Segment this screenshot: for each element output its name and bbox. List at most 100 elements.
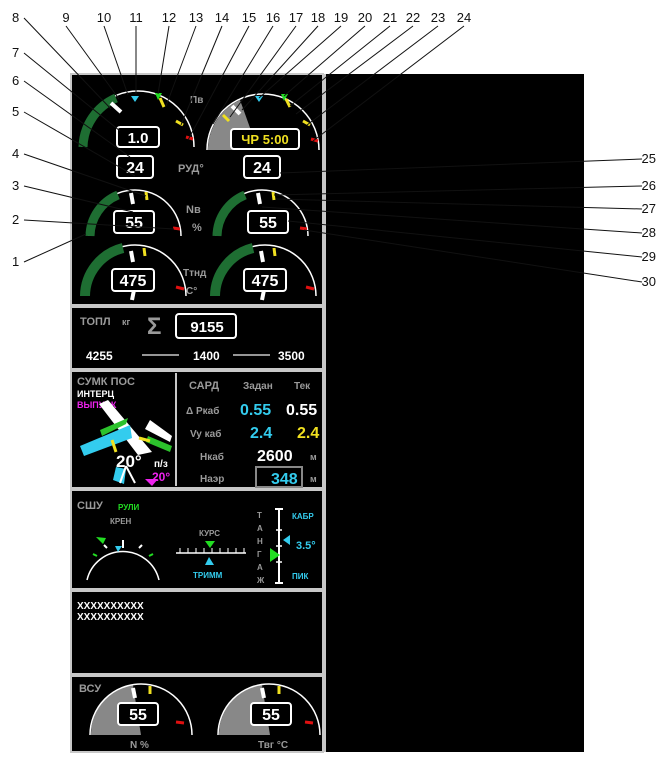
- message-line: XXXXXXXXXX: [77, 601, 144, 612]
- rud-right-value: 24: [253, 160, 271, 177]
- callout-number: 8: [12, 10, 19, 25]
- callout-leader-line: [289, 25, 391, 107]
- apu-t-gauge: 55 Твг °С: [217, 683, 321, 751]
- apu-t-value: 55: [262, 707, 280, 724]
- callout-leader-line: [275, 198, 643, 210]
- callout-leader-line: [23, 219, 175, 230]
- n2-right-gauge: 55: [212, 189, 309, 237]
- apu-n-gauge: 55 N %: [89, 683, 193, 751]
- callout-number: 7: [12, 45, 19, 60]
- message-line: XXXXXXXXXX: [77, 612, 144, 623]
- sumk-release: ВЫПУСК: [77, 400, 117, 410]
- callout-leader-line: [241, 25, 319, 111]
- message-panel: XXXXXXXXXX XXXXXXXXXX: [77, 601, 144, 623]
- callout-number: 18: [311, 10, 325, 25]
- callout-number: 22: [406, 10, 420, 25]
- sard-panel: САРД Задан Тек Δ Ркаб 0.55 0.55 Vy каб 2…: [186, 380, 319, 488]
- sard-dp-cur: 0.55: [286, 402, 317, 419]
- flap-angle: 20°: [116, 452, 142, 471]
- callout-leader-line: [279, 158, 643, 174]
- n1-left-cyan-marker: [131, 96, 139, 102]
- callout-leader-line: [23, 52, 121, 132]
- aircraft-silhouette: [80, 400, 172, 486]
- callout-leader-line: [229, 25, 297, 118]
- callout-number: 30: [642, 274, 656, 289]
- egt-right-value: 475: [252, 273, 279, 290]
- callout-number: 25: [642, 151, 656, 166]
- egt-left-value: 475: [120, 273, 147, 290]
- sard-row-label: Нкаб: [200, 451, 224, 463]
- callout-leader-line: [23, 17, 112, 110]
- callout-leader-line: [23, 153, 147, 197]
- apu-title: ВСУ: [79, 683, 101, 695]
- callout-number: 17: [289, 10, 303, 25]
- ssu-kren: КРЕН: [110, 517, 132, 526]
- fuel-right-tank: 3500: [278, 349, 305, 363]
- callout-leader-line: [283, 25, 366, 97]
- fuel-label: ТОПЛ: [80, 316, 111, 328]
- apu-n-label: N %: [130, 740, 149, 751]
- engine-panel: 1.0 Пв ЧР 5:00 24 РУД° 24: [78, 90, 320, 301]
- sard-hcab-set: 2600: [257, 448, 293, 465]
- callout-number: 6: [12, 73, 19, 88]
- n1-right-gauge: ЧР 5:00: [206, 93, 320, 151]
- tangazh-letter: Г: [257, 550, 262, 559]
- callout-number: 26: [642, 178, 656, 193]
- callout-number: 5: [12, 104, 19, 119]
- n1-right-mode: ЧР 5:00: [241, 132, 288, 147]
- callout-number: 24: [457, 10, 471, 25]
- callout-leader-line: [306, 25, 439, 126]
- ssu-kurs: КУРС: [199, 529, 220, 538]
- ssu-kabr: КАБР: [292, 512, 314, 521]
- callout-number: 14: [215, 10, 229, 25]
- egt-right-gauge: 475: [210, 243, 317, 301]
- callout-number: 21: [383, 10, 397, 25]
- n2-right-value: 55: [259, 215, 277, 232]
- panel-frames: [70, 73, 326, 753]
- ssu-pitch-value: 3.5°: [296, 540, 316, 552]
- sard-haer-unit: м: [310, 474, 317, 484]
- pz-label: п/з: [154, 459, 168, 470]
- callout-number: 2: [12, 212, 19, 227]
- display-screen: [70, 74, 584, 752]
- callout-leader-line: [212, 25, 274, 125]
- callout-leader-line: [65, 25, 120, 100]
- n1-label: Пв: [190, 95, 203, 106]
- slat-angle: 20°: [152, 470, 170, 484]
- sard-col-set: Задан: [243, 381, 273, 392]
- sard-vy-cur: 2.4: [297, 425, 319, 442]
- sard-dp-set: 0.55: [240, 402, 271, 419]
- ssu-title: СШУ: [77, 500, 103, 512]
- callout-leader-line: [303, 229, 643, 283]
- sard-col-cur: Тек: [294, 381, 311, 392]
- callout-number: 11: [129, 10, 143, 25]
- roll-indicator: [86, 537, 160, 581]
- callout-leader-line: [273, 185, 643, 196]
- fuel-sigma: Σ: [147, 313, 161, 340]
- ssu-panel: СШУ РУЛИ КРЕН КУРС: [77, 500, 316, 585]
- ssu-pik: ПИК: [292, 572, 309, 581]
- tangazh-letter: А: [257, 563, 263, 572]
- callout-number: 16: [266, 10, 280, 25]
- callout-number: 12: [162, 10, 176, 25]
- callout-leader-line: [23, 111, 136, 177]
- callout-number: 4: [12, 146, 19, 161]
- n1-left-gauge: 1.0: [78, 90, 195, 148]
- callout-leader-line: [103, 25, 129, 96]
- callout-leader-line: [23, 80, 131, 158]
- sard-title: САРД: [189, 380, 219, 392]
- sard-row-label: Vy каб: [190, 428, 221, 440]
- sard-row-label: Наэр: [200, 474, 224, 485]
- egt-label-a: Ттнд: [183, 268, 207, 279]
- tangazh-letter: Ж: [256, 576, 265, 585]
- n1-left-green-marker: [155, 93, 162, 100]
- callout-leader-line: [287, 220, 643, 258]
- sard-haer-set: 348: [271, 471, 298, 488]
- apu-panel: ВСУ 55 N % 55 Твг °С: [79, 683, 321, 751]
- callout-number: 15: [242, 10, 256, 25]
- n1-left-value: 1.0: [128, 130, 149, 147]
- sard-hcab-unit: м: [310, 452, 317, 462]
- fuel-left-tank: 4255: [86, 349, 113, 363]
- egt-left-gauge: 475: [80, 243, 187, 301]
